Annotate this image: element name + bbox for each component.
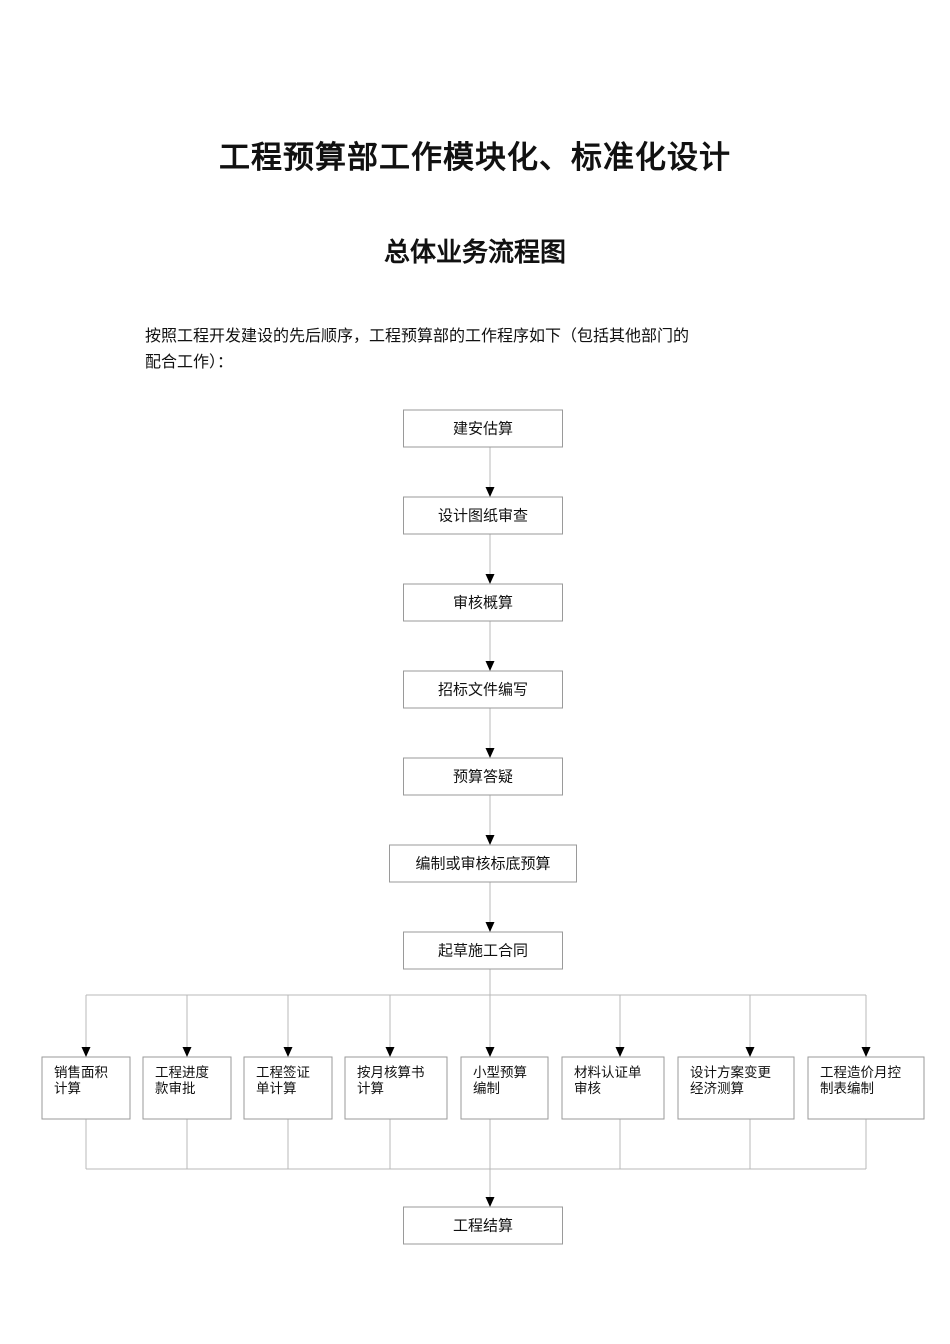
arrow-branch-4 [385, 1047, 395, 1057]
branch-box-8-frame [807, 1056, 925, 1120]
arrow-branch-3 [283, 1047, 293, 1057]
branch-label-7-line-2: 经济测算 [690, 1081, 744, 1097]
step-box-1: 建安估算 [403, 409, 563, 448]
branch-box-6-frame [561, 1056, 665, 1120]
branch-label-4-line-2: 计算 [357, 1081, 384, 1097]
step-label-3: 审核概算 [453, 594, 513, 612]
branch-box-5-frame [460, 1056, 549, 1120]
step-label-1: 建安估算 [453, 420, 513, 438]
document-title: 工程预算部工作模块化、标准化设计 [219, 140, 731, 176]
branch-box-3-frame [243, 1056, 333, 1120]
branch-label-8-line-2: 制表编制 [820, 1081, 874, 1097]
step-box-4-frame [403, 670, 563, 709]
branch-label-4-line-1: 按月核算书 [357, 1065, 425, 1081]
branch-box-2-frame [142, 1056, 232, 1120]
step-label-4: 招标文件编写 [438, 681, 528, 699]
step-label-5: 预算答疑 [453, 768, 513, 786]
flowchart-title: 总体业务流程图 [383, 238, 566, 268]
arrow-branch-7 [745, 1047, 755, 1057]
final-step-label: 工程结算 [453, 1217, 513, 1235]
arrow-step-2 [485, 487, 495, 497]
intro-paragraph: 按照工程开发建设的先后顺序，工程预算部的工作程序如下（包括其他部门的配合工作）： [145, 323, 815, 375]
branch-label-7-line-1: 设计方案变更 [690, 1064, 771, 1081]
branch-label-2-line-2: 款审批 [155, 1081, 196, 1097]
branch-label-2-line-1: 工程进度 [155, 1065, 209, 1081]
intro-line-1: 按照工程开发建设的先后顺序，工程预算部的工作程序如下（包括其他部门的 [145, 326, 690, 345]
flow-nodes: 建安估算设计图纸审查审核概算招标文件编写预算答疑编制或审核标底预算起草施工合同销… [41, 409, 925, 1245]
branch-box-4-frame [344, 1056, 448, 1120]
arrow-branch-6 [615, 1047, 625, 1057]
arrow-branch-5 [485, 1047, 495, 1057]
step-box-5: 预算答疑 [403, 757, 563, 796]
step-label-7: 起草施工合同 [438, 942, 528, 960]
step-label-2: 设计图纸审查 [438, 507, 528, 525]
branch-label-5-line-2: 编制 [473, 1081, 500, 1097]
branch-box-1-frame [41, 1056, 131, 1120]
branch-label-1-line-2: 计算 [54, 1081, 81, 1097]
intro-line-2: 配合工作）： [145, 352, 234, 371]
branch-label-3-line-1: 工程签证 [256, 1064, 310, 1081]
branch-label-6-line-1: 材料认证单 [574, 1065, 642, 1081]
step-box-4: 招标文件编写 [403, 670, 563, 709]
arrow-branch-1 [81, 1047, 91, 1057]
step-box-2-frame [403, 496, 563, 535]
arrow-step-5 [485, 748, 495, 758]
step-box-6: 编制或审核标底预算 [389, 844, 577, 883]
arrow-step-4 [485, 661, 495, 671]
step-box-3-frame [403, 583, 563, 622]
step-box-7-frame [403, 931, 563, 970]
step-box-1-frame [403, 409, 563, 448]
arrow-step-7 [485, 922, 495, 932]
step-box-7: 起草施工合同 [403, 931, 563, 970]
arrow-branch-8 [861, 1047, 871, 1057]
final-step-frame [403, 1206, 563, 1245]
branch-label-3-line-2: 单计算 [256, 1081, 297, 1097]
arrow-step-3 [485, 574, 495, 584]
branch-label-5-line-1: 小型预算 [473, 1065, 527, 1081]
step-box-6-frame [389, 844, 577, 883]
branch-label-1-line-1: 销售面积 [54, 1065, 108, 1081]
branch-label-6-line-2: 审核 [574, 1081, 601, 1097]
arrow-final [485, 1197, 495, 1207]
branch-box-7-frame [677, 1056, 795, 1120]
final-step-box: 工程结算 [403, 1206, 563, 1245]
step-label-6: 编制或审核标底预算 [415, 855, 550, 873]
branch-label-8-line-1: 工程造价月控 [820, 1065, 901, 1081]
step-box-3: 审核概算 [403, 583, 563, 622]
connectors [81, 447, 871, 1207]
step-box-2: 设计图纸审查 [403, 496, 563, 535]
step-box-5-frame [403, 757, 563, 796]
arrow-step-6 [485, 835, 495, 845]
arrow-branch-2 [182, 1047, 192, 1057]
